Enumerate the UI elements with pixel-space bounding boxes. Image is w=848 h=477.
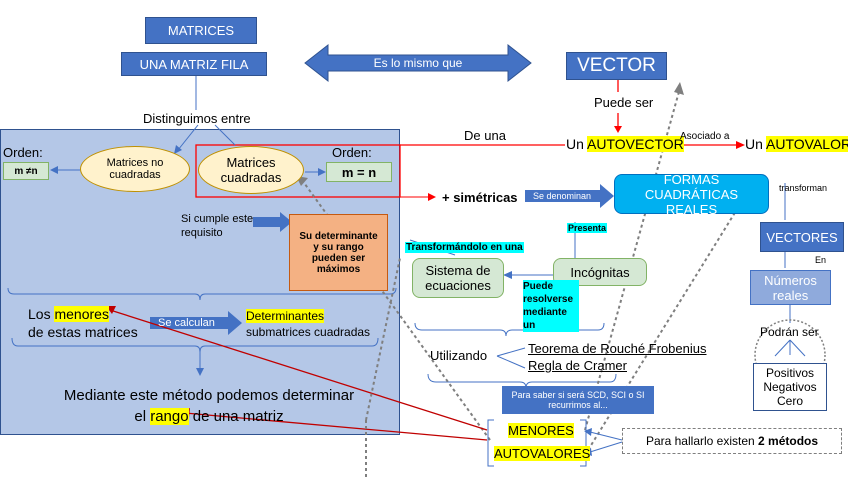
en-label: En	[815, 255, 827, 265]
no-cuadradas-oval: Matrices no cuadradas	[80, 146, 190, 192]
los-prefix: Los	[28, 306, 55, 322]
cuadradas-oval: Matrices cuadradas	[198, 146, 304, 194]
m-ne-n-box: m ≠n	[3, 162, 49, 180]
numeros-box: Números reales	[750, 270, 831, 305]
si-cumple-label: Si cumple este requisito	[181, 213, 254, 239]
utilizando-label: Utilizando	[430, 348, 488, 363]
rango-highlight: rango	[150, 408, 189, 425]
de-estas-label: de estas matrices	[28, 324, 138, 340]
matriz-fila-box: UNA MATRIZ FILA	[121, 52, 267, 76]
autovalores-label: AUTOVALORES	[494, 446, 591, 461]
rouche-label: Teorema de Rouché Frobenius	[528, 341, 707, 356]
determinantes-highlight: Determinantes	[246, 309, 325, 323]
para-hallarlo-box: Para hallarlo existen 2 métodos	[622, 428, 842, 454]
matrices-box: MATRICES	[145, 17, 257, 44]
autovalores-word: AUTOVALORES	[494, 446, 591, 461]
para-hallarlo-label: Para hallarlo existen	[645, 434, 755, 448]
m-eq-n-box: m = n	[326, 162, 392, 182]
un-prefix-2: Un	[745, 136, 767, 152]
determinante-box: Su determinante y su rango pueden ser má…	[289, 214, 388, 291]
puede-resolverse-label: Puede resolverse mediante un	[523, 280, 579, 332]
distinguimos-label: Distinguimos entre	[143, 111, 251, 126]
vectores-box: VECTORES	[760, 222, 844, 252]
transforman-label: transforman	[779, 183, 828, 193]
los-menores-text: Los menores de estas matrices	[28, 305, 138, 341]
un-prefix-1: Un	[566, 136, 588, 152]
de-una-label: De una	[464, 128, 506, 143]
mediante-line1: Mediante este método podemos determinar	[63, 387, 355, 404]
mediante-el: el	[134, 408, 151, 425]
autovalor-label: AUTOVALOR	[766, 136, 848, 152]
puede-ser-label: Puede ser	[594, 95, 654, 110]
transformandolo-label: Transformándolo en una	[405, 242, 524, 253]
autovector-line: Un AUTOVECTOR	[566, 136, 684, 152]
dos-metodos-label: 2 métodos	[758, 434, 819, 448]
para-saber-box: Para saber si será SCD, SCI o SI recurri…	[502, 386, 654, 414]
autovalor-line: Un AUTOVALOR	[745, 136, 848, 152]
double-arrow	[304, 43, 532, 83]
cramer-label: Regla de Cramer	[528, 358, 627, 373]
simetricas-label: + simétricas	[442, 190, 518, 205]
se-denominan-arrow	[525, 184, 614, 208]
asociado-label: Asociado a	[680, 131, 730, 142]
menores-label: MENORES	[500, 423, 582, 438]
podran-label: Podrán ser	[760, 325, 819, 339]
formas-box: FORMAS CUADRÁTICAS REALES	[614, 172, 769, 217]
se-calculan-label: Se calculan	[158, 317, 215, 329]
menores-word: MENORES	[508, 423, 574, 438]
menores-highlight: menores	[54, 306, 109, 322]
mediante-end: de una matriz	[188, 408, 284, 425]
se-denominan-label: Se denominan	[533, 191, 592, 201]
vector-box: VECTOR	[566, 52, 667, 80]
pos-neg-box: Positivos Negativos Cero	[753, 363, 827, 411]
sistema-box: Sistema de ecuaciones	[412, 258, 504, 298]
same-label: Es lo mismo que	[373, 56, 463, 70]
orden-right-label: Orden:	[332, 145, 372, 160]
submatrices-label: submatrices cuadradas	[246, 325, 371, 339]
autovector-label: AUTOVECTOR	[587, 136, 684, 152]
mediante-text: Mediante este método podemos determinar …	[44, 385, 374, 427]
presenta-label: Presenta	[567, 223, 608, 233]
determinantes-text: Determinantes submatrices cuadradas	[246, 308, 370, 340]
orden-left-label: Orden:	[3, 145, 43, 160]
